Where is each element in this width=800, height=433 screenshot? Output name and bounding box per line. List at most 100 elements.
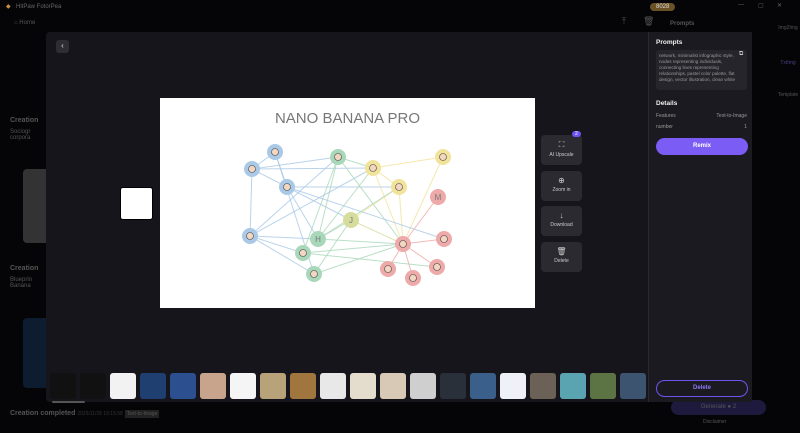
thumbnail[interactable]	[80, 373, 106, 399]
close-button[interactable]: ✕	[777, 3, 783, 9]
maximize-button[interactable]: ▢	[758, 3, 764, 9]
graph-edge	[317, 186, 400, 240]
graph-edge	[249, 167, 374, 237]
trash-icon[interactable]: 🗑	[643, 16, 655, 26]
thumbnail[interactable]	[380, 373, 406, 399]
delete-image-button[interactable]: 🗑Delete	[541, 242, 582, 272]
zoom-in-button[interactable]: ⊕Zoom in	[541, 171, 582, 201]
graph-edge	[249, 168, 253, 237]
graph-edge	[302, 252, 438, 268]
thumbnail[interactable]	[290, 373, 316, 399]
ai-upscale-button[interactable]: ⛶AI Upscale	[541, 135, 582, 165]
thumbnail[interactable]	[620, 373, 646, 399]
graph-node	[242, 228, 258, 244]
download-button[interactable]: ↓Download	[541, 206, 582, 236]
strip-scrollbar[interactable]	[52, 401, 85, 403]
thumbnail-preview[interactable]	[120, 187, 153, 220]
graph-edge	[398, 186, 404, 245]
graph-node	[395, 236, 411, 252]
graph-node	[330, 149, 346, 165]
graph-edge	[251, 167, 374, 170]
graph-edge	[249, 235, 319, 240]
bg-prompts-label: Prompts	[670, 21, 695, 27]
generated-image: NANO BANANA PRO H J M	[160, 98, 535, 308]
graph-edge	[286, 186, 445, 240]
graph-edge	[249, 235, 315, 275]
generate-button[interactable]: Generate ● 2	[671, 400, 766, 415]
upscale-icon: ⛶	[558, 140, 565, 149]
details-title: Details	[656, 100, 678, 107]
app-logo-icon: ◆	[6, 4, 11, 10]
graph-node	[279, 179, 295, 195]
graph-edge	[313, 219, 352, 275]
graph-edge	[350, 219, 404, 245]
graph-node	[429, 259, 445, 275]
graph-node: H	[310, 231, 326, 247]
details-panel: Prompts network, minimalist infographic …	[648, 32, 752, 402]
svg-text:H: H	[315, 235, 321, 244]
graph-edge	[402, 156, 444, 245]
graph-node	[306, 266, 322, 282]
svg-text:M: M	[435, 193, 442, 202]
thumbnail[interactable]	[350, 373, 376, 399]
graph-node	[267, 144, 283, 160]
thumbnail[interactable]	[230, 373, 256, 399]
graph-edge	[286, 186, 352, 221]
thumbnail[interactable]	[260, 373, 286, 399]
image-title: NANO BANANA PRO	[274, 110, 421, 127]
trash-icon: 🗑	[556, 247, 567, 256]
minimize-button[interactable]: —	[738, 2, 744, 8]
upload-icon[interactable]: ⤒	[622, 16, 626, 26]
nav-home[interactable]: ⌂ Home	[14, 20, 36, 26]
graph-node	[405, 270, 421, 286]
tab-img2img[interactable]: Img2Img	[778, 25, 798, 31]
thumbnail[interactable]	[140, 373, 166, 399]
remix-button[interactable]: Remix	[656, 138, 748, 155]
thumbnail[interactable]	[560, 373, 586, 399]
graph-edge	[402, 196, 439, 245]
graph-edge	[372, 167, 404, 245]
graph-node	[365, 160, 381, 176]
graph-node	[436, 231, 452, 247]
graph-edge	[249, 235, 304, 254]
copy-icon[interactable]: ⧉	[739, 51, 744, 57]
graph-edge	[337, 156, 404, 245]
thumbnail[interactable]	[200, 373, 226, 399]
title-bar: ◆ HitPaw FotorPea 8028 — ▢ ✕	[0, 0, 800, 16]
graph-edge	[317, 156, 339, 240]
thumbnail[interactable]	[590, 373, 616, 399]
thumbnail[interactable]	[50, 373, 76, 399]
graph-node	[244, 161, 260, 177]
graph-node	[435, 149, 451, 165]
thumbnail[interactable]	[440, 373, 466, 399]
graph-edge	[317, 167, 374, 240]
thumbnail[interactable]	[110, 373, 136, 399]
graph-node	[295, 245, 311, 261]
graph-edge	[302, 156, 339, 254]
thumbnail[interactable]	[170, 373, 196, 399]
back-button[interactable]: ‹	[56, 40, 69, 53]
thumbnail[interactable]	[500, 373, 526, 399]
network-graph: H J M	[242, 144, 452, 286]
thumbnail[interactable]	[470, 373, 496, 399]
svg-text:J: J	[349, 216, 353, 225]
thumbnail[interactable]	[530, 373, 556, 399]
graph-node	[391, 179, 407, 195]
tab-txtimg[interactable]: TxtImg	[780, 60, 796, 66]
tab-template[interactable]: Template	[777, 92, 799, 98]
delete-button[interactable]: Delete	[656, 380, 748, 397]
disclaimer-link[interactable]: Disclaimer	[703, 419, 727, 425]
upscale-cost-badge: 2	[572, 131, 581, 137]
graph-node: M	[430, 189, 446, 205]
thumbnail[interactable]	[320, 373, 346, 399]
thumbnail[interactable]	[410, 373, 436, 399]
home-icon: ⌂	[14, 20, 20, 26]
graph-edge	[372, 156, 444, 169]
graph-edge	[302, 243, 404, 254]
credits-badge[interactable]: 8028	[650, 3, 676, 11]
graph-node	[380, 261, 396, 277]
